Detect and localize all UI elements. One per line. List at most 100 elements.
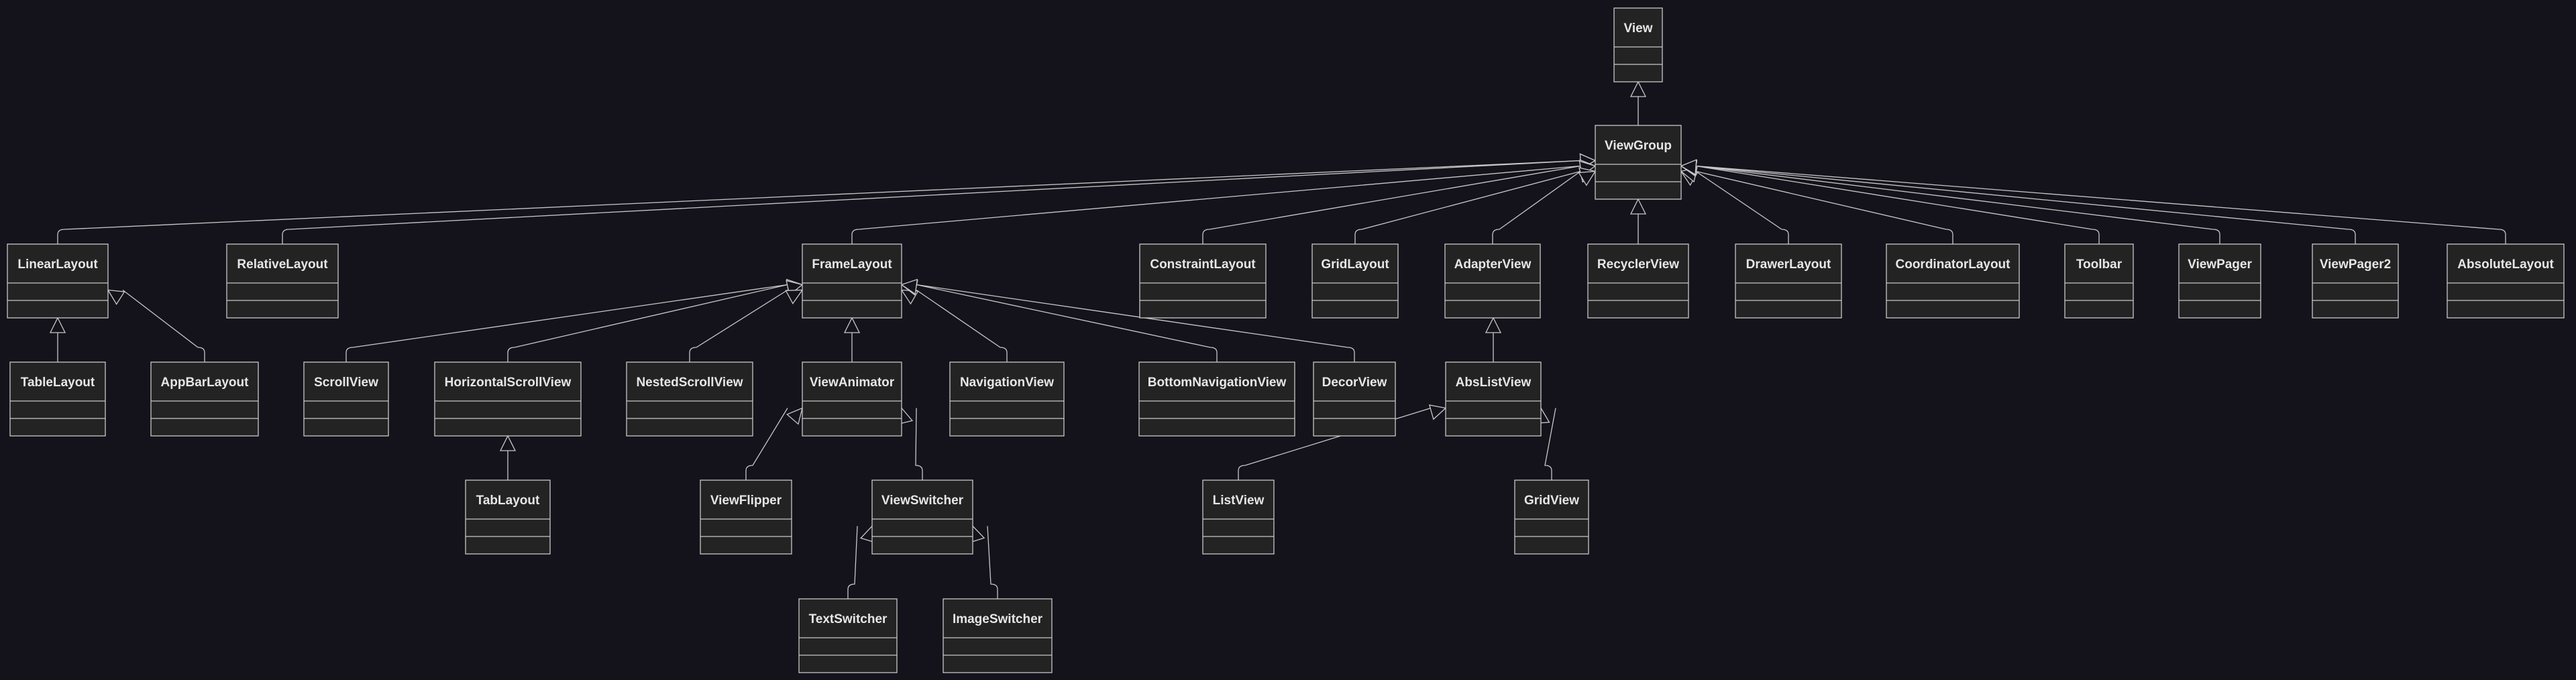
class-name: ViewPager xyxy=(2188,258,2252,272)
inheritance-arrow-icon xyxy=(49,317,66,333)
class-constraintlayout: ConstraintLayout xyxy=(1139,243,1267,319)
class-horizontalscrollview: HorizontalScrollView xyxy=(434,361,582,437)
inheritance-arrow-icon xyxy=(1629,80,1647,97)
class-name: View xyxy=(1624,21,1653,36)
edge-line xyxy=(915,408,923,480)
inheritance-edge-tablayout xyxy=(499,435,517,480)
inheritance-edge-recyclerview xyxy=(1629,198,1647,244)
inheritance-arrow-icon xyxy=(785,289,804,304)
inheritance-edge-nestedscrollview xyxy=(689,289,804,362)
class-name: FrameLayout xyxy=(812,258,892,272)
edge-line xyxy=(847,526,858,599)
edge-line xyxy=(916,289,1008,362)
class-box xyxy=(1613,7,1663,82)
edge-line xyxy=(1354,170,1581,244)
edge-line xyxy=(1695,170,1953,244)
edge-line xyxy=(1492,170,1581,244)
class-name: RecyclerView xyxy=(1597,258,1679,272)
class-name: NestedScrollView xyxy=(636,376,743,390)
class-box xyxy=(2312,243,2399,319)
class-box xyxy=(434,361,582,437)
class-box xyxy=(798,598,898,673)
class-name: TextSwitcher xyxy=(809,612,888,626)
class-name: LinearLayout xyxy=(17,258,98,272)
class-viewpager: ViewPager xyxy=(2178,243,2261,319)
inheritance-arrow-icon xyxy=(1680,159,1697,176)
class-name: ScrollView xyxy=(314,376,378,390)
class-navigationview: NavigationView xyxy=(949,361,1065,437)
class-name: AbsListView xyxy=(1456,376,1532,390)
class-drawerlayout: DrawerLayout xyxy=(1735,243,1842,319)
class-name: GridView xyxy=(1524,494,1579,508)
class-view: View xyxy=(1613,7,1663,82)
inheritance-edge-viewflipper xyxy=(745,407,803,480)
class-decorview: DecorView xyxy=(1313,361,1396,437)
class-textswitcher: TextSwitcher xyxy=(798,598,898,673)
inheritance-arrow-icon xyxy=(843,317,861,333)
edge-line xyxy=(1695,165,2100,244)
inheritance-edge-adapterview xyxy=(1492,170,1597,244)
class-scrollview: ScrollView xyxy=(303,361,389,437)
class-tablelayout: TableLayout xyxy=(9,361,106,437)
class-box xyxy=(1311,243,1399,319)
inheritance-arrow-icon xyxy=(1578,170,1597,186)
edge-line xyxy=(1238,407,1432,480)
class-box xyxy=(303,361,389,437)
edge-line xyxy=(689,289,788,362)
edge-line xyxy=(1695,170,1789,244)
class-box xyxy=(802,243,902,319)
class-box xyxy=(2064,243,2134,319)
class-name: BottomNavigationView xyxy=(1148,376,1287,390)
class-imageswitcher: ImageSwitcher xyxy=(943,598,1053,673)
class-box xyxy=(150,361,259,437)
class-name: Toolbar xyxy=(2076,258,2123,272)
edge-line xyxy=(851,165,1581,244)
class-nestedscrollview: NestedScrollView xyxy=(626,361,753,437)
class-box xyxy=(626,361,753,437)
class-box xyxy=(465,479,551,555)
edge-line xyxy=(1695,165,2356,244)
class-name: ViewSwitcher xyxy=(881,494,964,508)
class-box xyxy=(700,479,792,555)
class-name: ViewAnimator xyxy=(810,376,895,390)
class-viewgroup: ViewGroup xyxy=(1595,125,1682,200)
class-framelayout: FrameLayout xyxy=(802,243,902,319)
class-name: DecorView xyxy=(1322,376,1387,390)
edge-line xyxy=(1202,165,1581,244)
class-name: ListView xyxy=(1213,494,1265,508)
inheritance-arrow-icon xyxy=(1428,404,1447,420)
class-linearlayout: LinearLayout xyxy=(7,243,109,319)
class-viewflipper: ViewFlipper xyxy=(700,479,792,555)
class-listview: ListView xyxy=(1202,479,1275,555)
edge-line xyxy=(345,284,788,362)
class-name: DrawerLayout xyxy=(1746,258,1831,272)
inheritance-edges xyxy=(49,80,2506,599)
edge-line xyxy=(1544,408,1556,480)
edge-line xyxy=(57,160,1581,244)
class-gridlayout: GridLayout xyxy=(1311,243,1399,319)
inheritance-arrow-icon xyxy=(786,407,803,425)
class-bottomnavigationview: BottomNavigationView xyxy=(1138,361,1295,437)
class-box xyxy=(871,479,973,555)
edge-line xyxy=(916,284,1218,362)
class-box xyxy=(943,598,1053,673)
class-box xyxy=(1886,243,2020,319)
class-adapterview: AdapterView xyxy=(1444,243,1541,319)
class-box xyxy=(7,243,109,319)
class-box xyxy=(1139,243,1267,319)
class-relativelayout: RelativeLayout xyxy=(226,243,339,319)
class-box xyxy=(802,361,902,437)
class-name: ConstraintLayout xyxy=(1150,258,1256,272)
class-name: ViewGroup xyxy=(1605,139,1672,153)
inheritance-edge-absolutelayout xyxy=(1680,159,2506,244)
class-box xyxy=(949,361,1065,437)
inheritance-arrow-icon xyxy=(1485,317,1502,333)
edge-line xyxy=(987,526,998,599)
inheritance-arrow-icon xyxy=(1629,198,1647,215)
class-viewswitcher: ViewSwitcher xyxy=(871,479,973,555)
class-viewanimator: ViewAnimator xyxy=(802,361,902,437)
class-name: GridLayout xyxy=(1321,258,1389,272)
